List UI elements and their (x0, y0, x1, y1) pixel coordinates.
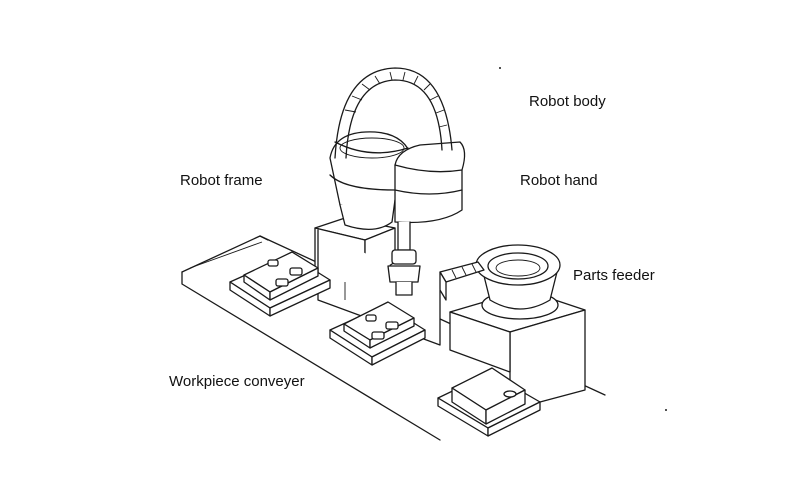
label-robot-body: Robot body (529, 93, 606, 110)
label-robot-hand: Robot hand (520, 172, 598, 189)
robot-body-arm (329, 131, 466, 230)
label-robot-frame: Robot frame (180, 172, 263, 189)
parts-feeder-bowl (475, 244, 561, 320)
label-workpiece-conveyer: Workpiece conveyer (169, 373, 305, 390)
workpiece-tray-3 (437, 367, 541, 437)
robot-cable (334, 67, 453, 159)
parts-feeder-chute (439, 261, 485, 301)
workpiece-tray-1 (229, 251, 331, 317)
robot-hand (387, 221, 421, 296)
label-parts-feeder: Parts feeder (573, 267, 655, 284)
workpiece-tray-2 (329, 301, 426, 366)
